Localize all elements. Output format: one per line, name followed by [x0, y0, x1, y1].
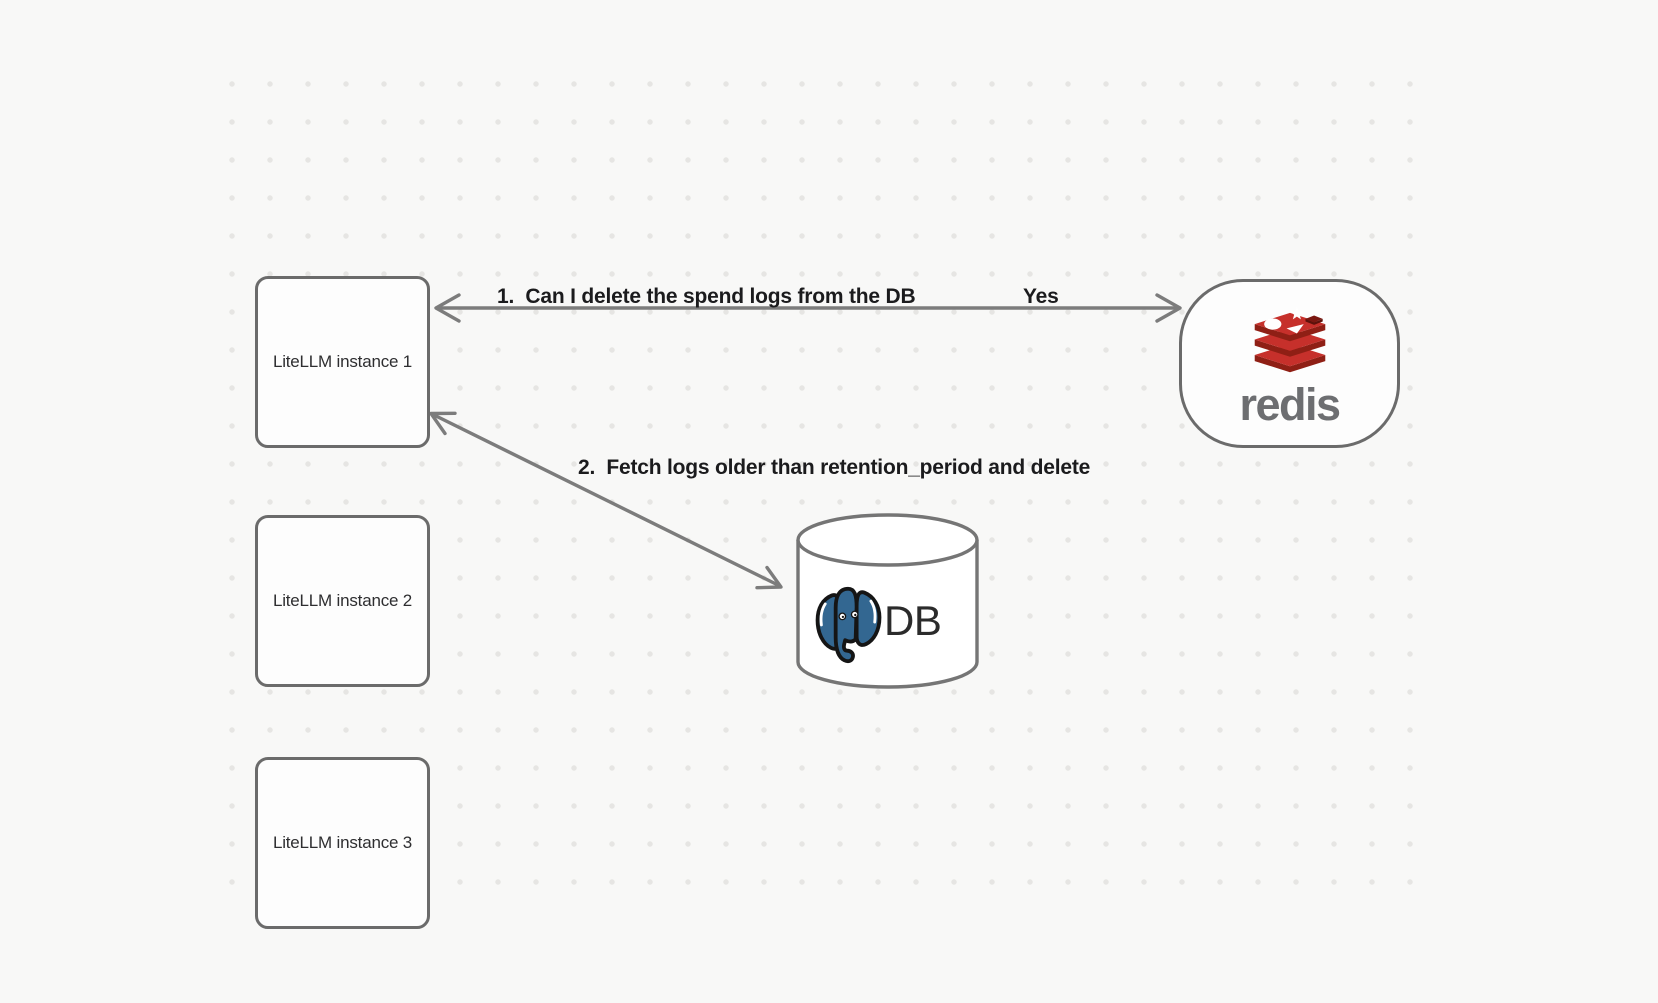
postgresql-elephant-logo-icon — [815, 586, 882, 664]
database-label: DB — [884, 597, 942, 644]
arrow-2-label: 2. Fetch logs older than retention_perio… — [578, 456, 1091, 479]
redis-stack-logo-icon — [1254, 306, 1325, 373]
node-litellm-instance-3[interactable]: LiteLLM instance 3 — [255, 757, 430, 929]
arrow-1-label: 1. Can I delete the spend logs from the … — [497, 285, 916, 308]
arrow-1-response-label: Yes — [1023, 285, 1059, 308]
node-label: LiteLLM instance 1 — [272, 352, 413, 371]
arrow-litellm-redis[interactable] — [434, 293, 1182, 323]
node-label: LiteLLM instance 2 — [272, 591, 413, 610]
node-litellm-instance-2[interactable]: LiteLLM instance 2 — [255, 515, 430, 687]
node-label: LiteLLM instance 3 — [272, 833, 413, 852]
arrow-litellm-db[interactable] — [429, 411, 783, 590]
node-redis[interactable]: redis — [1179, 279, 1400, 448]
redis-wordmark: redis — [1239, 379, 1341, 430]
node-litellm-instance-1[interactable]: LiteLLM instance 1 — [255, 276, 430, 448]
